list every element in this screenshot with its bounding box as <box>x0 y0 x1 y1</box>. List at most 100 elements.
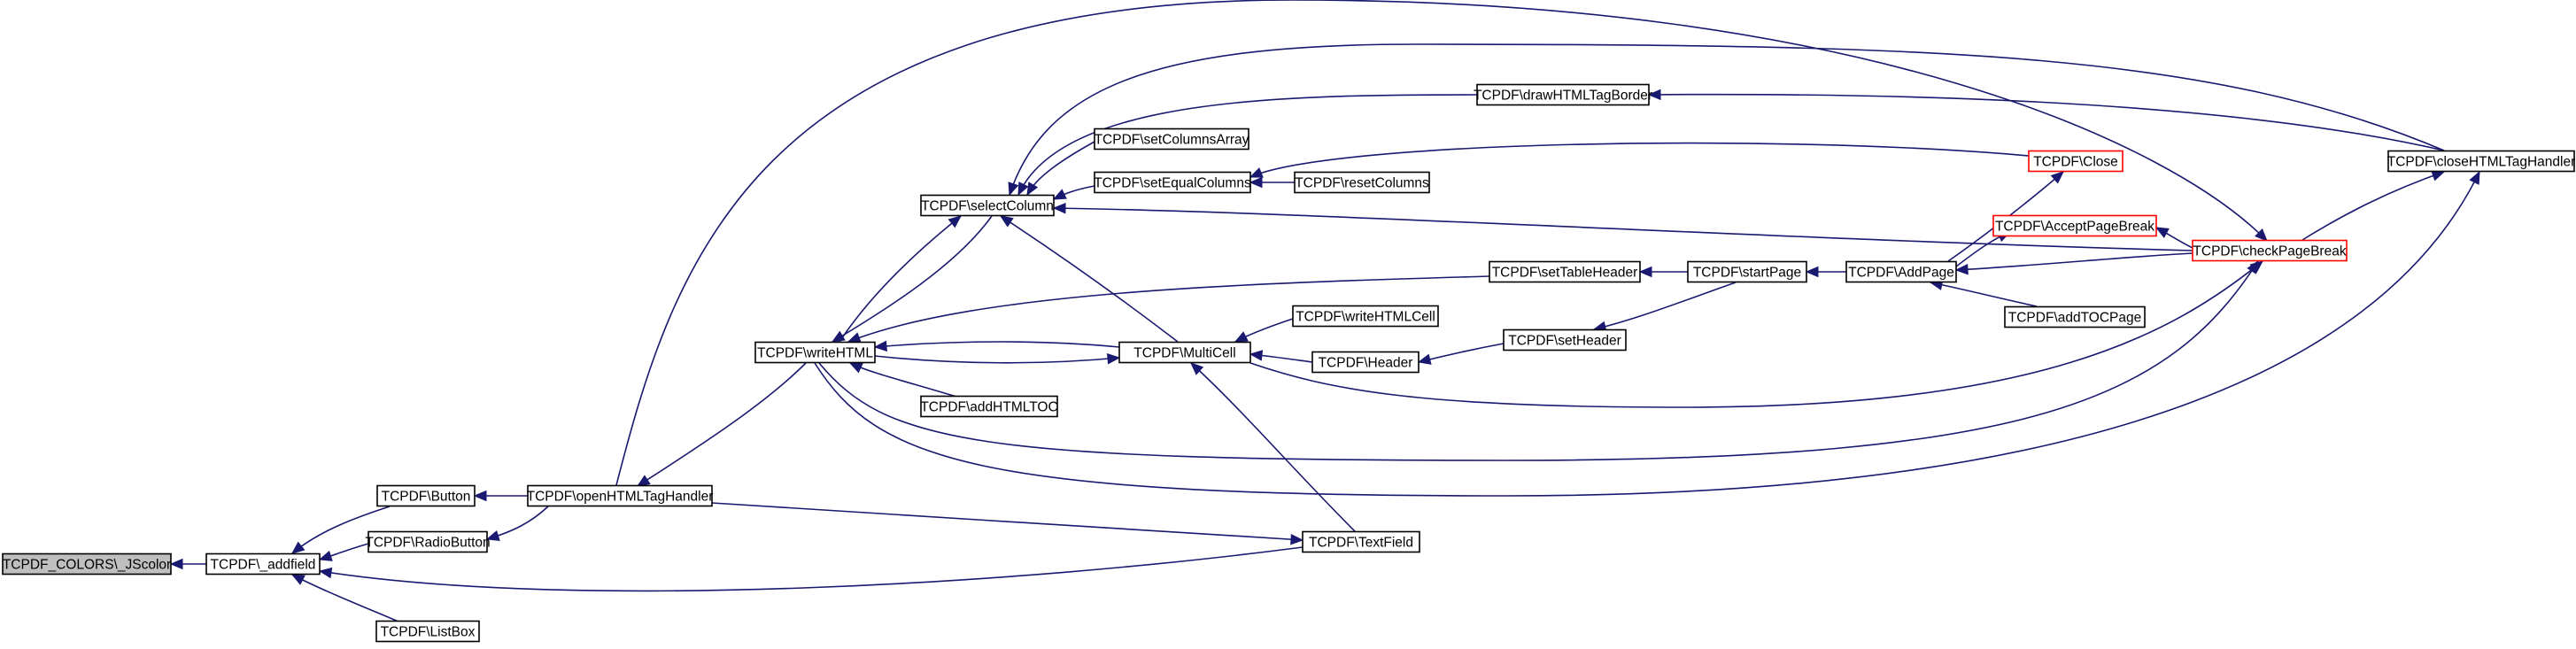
node-box[interactable] <box>1094 171 1251 194</box>
node-resetcolumns[interactable]: TCPDF\resetColumns <box>1294 171 1430 194</box>
node-multicell[interactable]: TCPDF\MultiCell <box>1118 341 1251 364</box>
arrowhead <box>2154 227 2170 238</box>
node-closehtml[interactable]: TCPDF\closeHTMLTagHandler <box>2387 150 2575 173</box>
node-box[interactable] <box>1302 530 1420 553</box>
node-box[interactable] <box>1687 260 1807 283</box>
arrowhead <box>848 362 863 374</box>
node-startpage[interactable]: TCPDF\startPage <box>1687 260 1807 283</box>
node-box[interactable] <box>920 395 1058 418</box>
arrowhead <box>2050 171 2064 184</box>
node-label: TCPDF\Button <box>382 490 471 505</box>
arrowhead <box>1417 353 1432 365</box>
node-box[interactable] <box>2387 150 2575 173</box>
arrowhead <box>1954 263 1969 275</box>
edge-checkpagebreak-to-closehtml <box>2301 170 2446 241</box>
node-box[interactable] <box>375 620 480 643</box>
node-box[interactable] <box>1311 351 1420 374</box>
node-addtocpage[interactable]: TCPDF\addTOCPage <box>2004 305 2146 328</box>
node-box[interactable] <box>920 194 1055 217</box>
node-box[interactable] <box>1845 260 1957 283</box>
edge-startpage-to-setheader <box>1592 282 1737 332</box>
node-label: TCPDF\setEqualColumns <box>1094 176 1251 191</box>
node-checkpagebreak[interactable]: TCPDF\checkPageBreak <box>2192 239 2348 262</box>
node-box[interactable] <box>376 484 476 507</box>
node-box[interactable] <box>2004 305 2146 328</box>
arrowhead <box>1249 350 1264 361</box>
node-addpage[interactable]: TCPDF\AddPage <box>1845 260 1957 283</box>
edge-line <box>874 355 1120 364</box>
node-settableheader[interactable]: TCPDF\setTableHeader <box>1489 260 1641 283</box>
node-header[interactable]: TCPDF\Header <box>1311 351 1420 374</box>
node-box[interactable] <box>1118 341 1251 364</box>
node-label: TCPDF\ListBox <box>381 625 476 640</box>
node-box[interactable] <box>205 552 321 576</box>
edge-layer <box>169 0 2480 622</box>
node-listbox[interactable]: TCPDF\ListBox <box>375 620 480 643</box>
arrowhead <box>948 215 962 228</box>
edge-line <box>1930 282 2038 307</box>
edge-line <box>1000 215 1179 343</box>
edge-line <box>874 341 1120 348</box>
node-radiobutton[interactable]: TCPDF\RadioButton <box>365 530 491 553</box>
node-box[interactable] <box>2 552 172 576</box>
edge-checkpagebreak-to-addpage <box>1954 252 2193 275</box>
edge-line <box>1249 260 2263 408</box>
arrowhead <box>1234 331 1249 343</box>
node-drawhtmltagborder[interactable]: TCPDF\drawHTMLTagBorder <box>1474 83 1652 106</box>
arrowhead <box>2255 228 2268 242</box>
node-close[interactable]: TCPDF\Close <box>2028 150 2123 173</box>
node-box[interactable] <box>1476 83 1650 106</box>
edge-writehtml-to-closehtml <box>814 170 2480 497</box>
edge-settableheader-to-writehtml <box>847 275 1490 343</box>
node-setcolumnsarray[interactable]: TCPDF\setColumnsArray <box>1094 127 1249 151</box>
edge-writehtmlcell-to-multicell <box>1234 318 1294 343</box>
node-label: TCPDF\closeHTMLTagHandler <box>2387 155 2575 170</box>
node-setheader[interactable]: TCPDF\setHeader <box>1503 328 1627 352</box>
edge-radiobutton-to-addfield <box>318 543 369 561</box>
node-label: TCPDF\Header <box>1319 356 1413 371</box>
node-selectcolumn[interactable]: TCPDF\selectColumn <box>920 194 1055 217</box>
node-addfield[interactable]: TCPDF\_addfield <box>205 552 321 576</box>
node-addhtmltoc[interactable]: TCPDF\addHTMLTOC <box>920 395 1058 418</box>
edge-multicell-to-writehtml <box>873 340 1120 352</box>
node-label: TCPDF\setTableHeader <box>1492 266 1638 281</box>
node-box[interactable] <box>754 341 876 364</box>
node-box[interactable] <box>1292 305 1439 328</box>
node-label: TCPDF\drawHTMLTagBorder <box>1474 89 1652 104</box>
arrowhead <box>1026 182 1039 197</box>
node-button[interactable]: TCPDF\Button <box>376 484 476 507</box>
node-box[interactable] <box>1094 127 1249 151</box>
node-box[interactable] <box>1489 260 1641 283</box>
edge-textfield-to-multicell <box>1190 362 1356 532</box>
node-openhtml[interactable]: TCPDF\openHTMLTagHandler <box>527 484 714 507</box>
edge-listbox-to-addfield <box>290 574 399 622</box>
node-acceptpagebreak[interactable]: TCPDF\AcceptPageBreak <box>1992 214 2157 237</box>
node-writehtml[interactable]: TCPDF\writeHTML <box>754 341 876 364</box>
node-label: TCPDF\selectColumn <box>921 199 1054 214</box>
node-box[interactable] <box>1294 171 1430 194</box>
node-writehtmlcell[interactable]: TCPDF\writeHTMLCell <box>1292 305 1439 328</box>
edge-openhtml-to-textfield <box>711 502 1304 545</box>
node-box[interactable] <box>2028 150 2123 173</box>
arrowhead <box>318 550 333 561</box>
node-box[interactable] <box>1992 214 2157 237</box>
node-box[interactable] <box>527 484 713 507</box>
edge-writehtml-to-multicell <box>874 353 1121 365</box>
edge-line <box>1249 142 2030 178</box>
node-setequalcolumns[interactable]: TCPDF\setEqualColumns <box>1094 171 1251 194</box>
node-box[interactable] <box>2192 239 2348 262</box>
node-textfield[interactable]: TCPDF\TextField <box>1302 530 1420 553</box>
edge-line <box>2301 171 2445 241</box>
arrowhead <box>636 475 651 487</box>
arrowhead <box>290 541 306 554</box>
edge-header-to-multicell <box>1249 350 1313 363</box>
node-label: TCPDF\writeHTMLCell <box>1296 310 1435 325</box>
edge-setcolumnsarray-to-selectcolumn <box>1026 141 1095 197</box>
arrowhead <box>2249 260 2264 274</box>
node-box[interactable] <box>1503 328 1627 352</box>
edge-closehtml-to-drawhtmltagborder <box>1647 89 2445 151</box>
arrowhead <box>1249 167 1264 178</box>
node-box[interactable] <box>367 530 488 553</box>
node-jscolor[interactable]: TCPDF_COLORS\_JScolor <box>2 552 172 576</box>
edge-button-to-addfield <box>290 506 391 554</box>
